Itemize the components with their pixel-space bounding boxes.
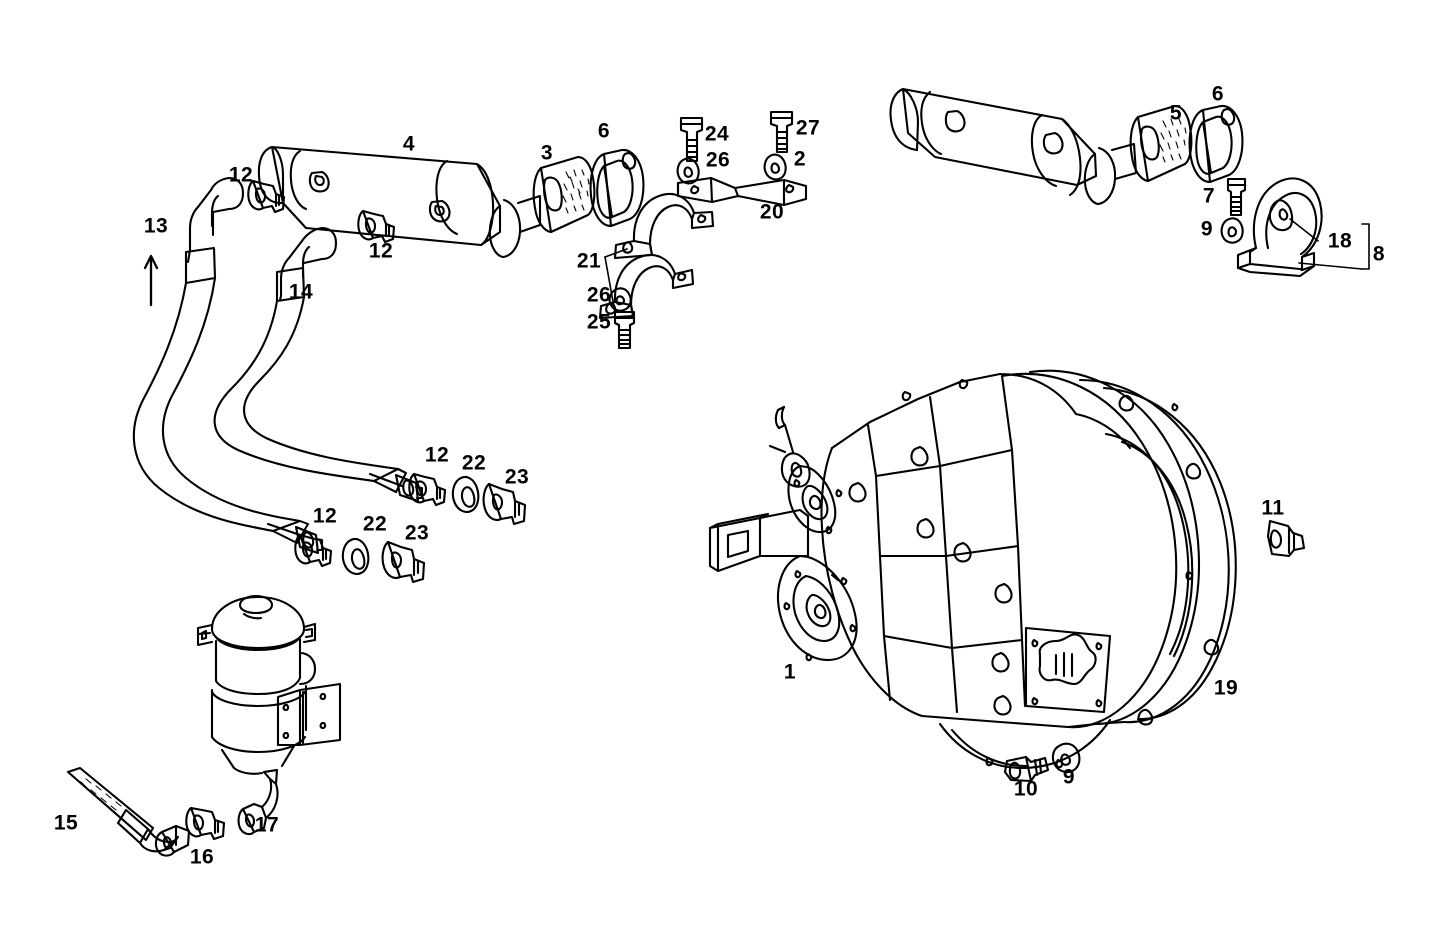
pipe-clamp-saddle-21-upper	[613, 192, 715, 260]
transmission-housing-1	[708, 372, 1112, 724]
hose-fitting-12-upper-left	[247, 179, 286, 214]
hex-bolt-10	[1003, 755, 1050, 783]
hydraulic-hose-14	[213, 226, 424, 503]
washer-9-upper	[1220, 217, 1244, 244]
callout-12-c1: 12	[228, 163, 254, 187]
callout-9-c32: 9	[1062, 765, 1076, 789]
callout-2-c11: 2	[793, 147, 807, 171]
callout-26-c10: 26	[705, 148, 731, 172]
callout-26-c14: 26	[586, 283, 612, 307]
callout-3-c3: 3	[540, 141, 554, 165]
callout-18-c20: 18	[1327, 229, 1353, 253]
universal-joint-coupling-3	[532, 155, 596, 234]
hex-bolt-25	[613, 310, 636, 350]
pipe-clamp-saddle-21-lower	[598, 253, 695, 320]
callout-12-c25: 12	[312, 504, 338, 528]
washer-9-lower	[1051, 742, 1081, 774]
hex-bolt-11	[1266, 519, 1306, 558]
washer-22-row2	[341, 537, 370, 576]
callout-15-c33: 15	[53, 811, 79, 835]
union-nut-23-row2	[381, 540, 426, 584]
callout-23-c27: 23	[404, 521, 430, 545]
callout-7-c18: 7	[1202, 184, 1216, 208]
oil-reservoir-filter-assembly	[196, 594, 342, 775]
callout-8-c21: 8	[1372, 242, 1386, 266]
callout-6-c17: 6	[1211, 82, 1225, 106]
callout-13-c5: 13	[143, 214, 169, 238]
callout-6-c4: 6	[597, 119, 611, 143]
hex-bolt-24	[679, 116, 704, 163]
callout-9-c19: 9	[1200, 217, 1214, 241]
flange-clamp-ring-6-left	[589, 148, 645, 228]
center-bearing-mount-18	[1236, 177, 1370, 278]
callout-20-c12: 20	[759, 200, 785, 224]
propeller-shaft-rear-assembly	[889, 87, 1138, 206]
washer-2	[763, 153, 787, 181]
hose-fitting-12-row1	[408, 472, 447, 507]
torque-converter-bellhousing-19	[938, 369, 1237, 770]
flange-clamp-ring-6-right	[1188, 104, 1244, 184]
hose-fitting-12-row2	[294, 533, 333, 568]
callout-12-c6: 12	[368, 239, 394, 263]
callout-12-c22: 12	[424, 443, 450, 467]
callout-17-c35: 17	[254, 813, 280, 837]
callout-21-c13: 21	[576, 249, 602, 273]
callout-23-c24: 23	[504, 465, 530, 489]
callout-22-c23: 22	[461, 451, 487, 475]
hex-bolt-7	[1226, 177, 1247, 217]
callout-11-c28: 11	[1261, 496, 1285, 520]
flow-direction-arrow	[143, 254, 159, 307]
callout-24-c8: 24	[704, 122, 730, 146]
callout-19-c30: 19	[1213, 676, 1239, 700]
callout-10-c31: 10	[1013, 777, 1039, 801]
hose-connector-nipple-16	[185, 806, 226, 841]
callout-25-c15: 25	[586, 310, 612, 334]
hydraulic-hose-13	[132, 176, 324, 555]
hex-bolt-27	[769, 110, 794, 154]
union-nut-23-row1	[482, 482, 527, 526]
mounting-bracket-strap-20	[676, 176, 808, 207]
fitting-group-upper	[408, 472, 527, 526]
callout-4-c2: 4	[402, 132, 416, 156]
callout-14-c7: 14	[288, 280, 314, 304]
oil-return-hose-15	[66, 766, 191, 857]
washer-26-lower	[608, 287, 632, 312]
callout-27-c9: 27	[795, 116, 821, 140]
hose-fitting-12-mid	[357, 209, 396, 244]
callout-22-c26: 22	[362, 512, 388, 536]
callout-1-c29: 1	[783, 660, 797, 684]
washer-22-row1	[451, 475, 480, 514]
fitting-group-lower	[294, 533, 426, 584]
callout-5-c16: 5	[1169, 101, 1183, 125]
propeller-shaft-front-assembly	[257, 145, 542, 259]
universal-joint-coupling-5	[1129, 104, 1193, 183]
callout-16-c34: 16	[189, 845, 215, 869]
elbow-fitting-17	[237, 768, 279, 836]
washer-26-upper	[676, 157, 700, 185]
